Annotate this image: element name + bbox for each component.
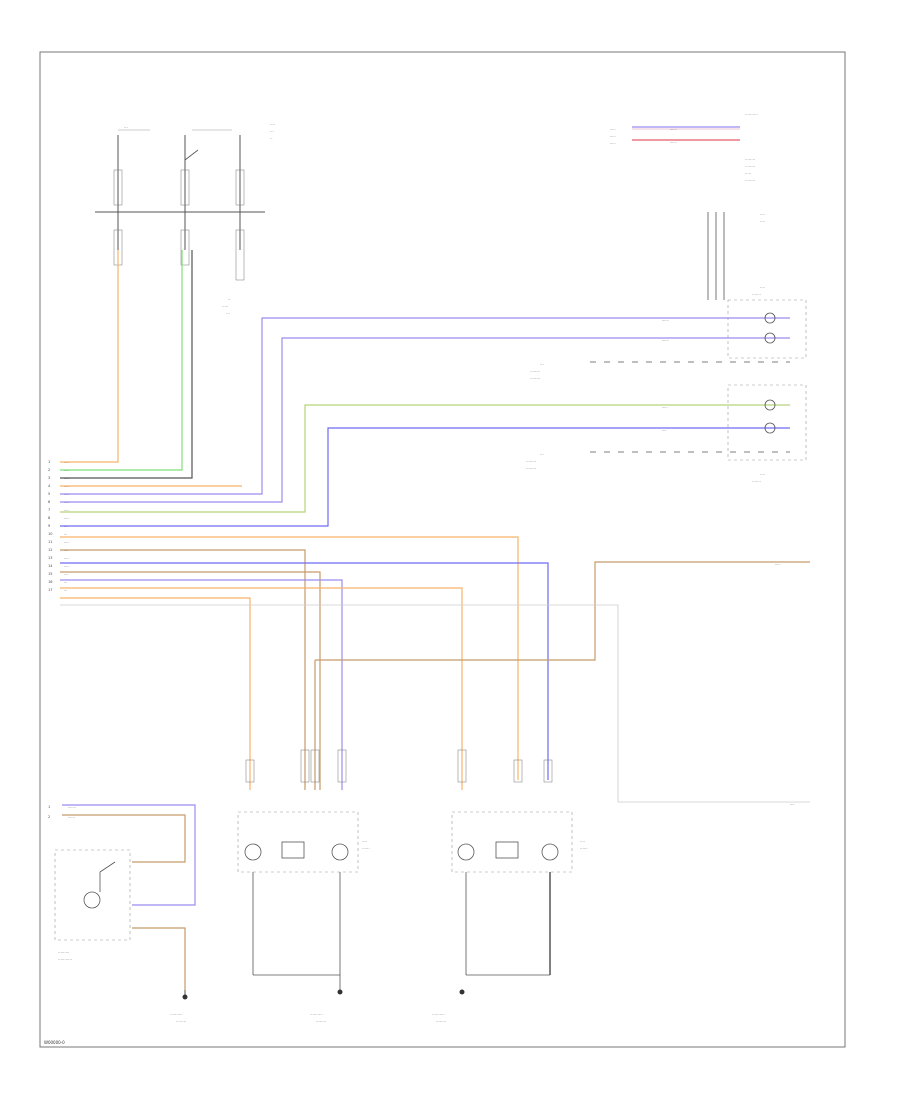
svg-text:...: ... [64, 588, 67, 592]
svg-text:........: ........ [526, 458, 536, 463]
svg-text:....: .... [270, 121, 275, 126]
bottom-right-lamp: .... ...... .......... ........ [432, 811, 588, 1023]
svg-text:14: 14 [48, 564, 53, 568]
svg-text:..........: .......... [745, 111, 758, 116]
figure-code: W00000-0 [44, 1040, 65, 1045]
svg-text:......: ...... [662, 338, 669, 342]
svg-text:........: ........ [530, 375, 540, 380]
svg-text:......: ...... [670, 140, 677, 144]
svg-text:....: .... [760, 471, 765, 476]
svg-text:8: 8 [48, 516, 50, 520]
svg-text:.....: ..... [662, 405, 668, 409]
svg-text:......: ...... [580, 845, 588, 850]
svg-text:1: 1 [48, 805, 50, 809]
svg-text:...: ... [124, 124, 128, 129]
svg-text:17: 17 [48, 588, 52, 592]
right-lower-lamp: .... ....... [727, 384, 807, 483]
svg-text:2: 2 [48, 468, 50, 472]
svg-text:7: 7 [48, 508, 50, 512]
svg-text:..........: .......... [432, 1011, 445, 1016]
svg-text:........: ........ [526, 465, 536, 470]
svg-text:9: 9 [48, 524, 50, 528]
svg-text:...: ... [226, 310, 230, 315]
svg-text:.....: ..... [64, 556, 70, 560]
svg-text:.....: ..... [64, 516, 70, 520]
svg-text:..........: .......... [170, 1011, 183, 1016]
top-fuse-block: ... .... ... .. .. ..... ... [95, 121, 275, 315]
svg-text:6: 6 [48, 500, 50, 504]
svg-text:.....: ..... [64, 540, 70, 544]
svg-text:...: ... [64, 580, 67, 584]
svg-text:.......: ....... [68, 805, 76, 809]
svg-text:........: ........ [745, 163, 755, 168]
svg-text:.....: ..... [610, 134, 616, 138]
svg-text:.....: ..... [64, 564, 70, 568]
svg-text:2: 2 [48, 815, 50, 819]
svg-text:.....: ..... [610, 127, 616, 131]
diagram-border [39, 51, 846, 1048]
svg-text:.....: ..... [64, 508, 70, 512]
svg-text:....: .... [662, 428, 666, 432]
svg-text:......: ...... [362, 845, 370, 850]
svg-text:3: 3 [48, 476, 50, 480]
svg-text:..........: .......... [310, 1011, 323, 1016]
wires [60, 126, 810, 990]
bottom-left-lamp: .... ...... .......... ........ [237, 811, 370, 1023]
svg-text:........: ........ [176, 1018, 186, 1023]
svg-text:....: .... [760, 218, 765, 223]
svg-text:13: 13 [48, 556, 52, 560]
svg-text:...: ... [270, 128, 274, 133]
right-upper-lamp: .... ....... .... .... [727, 211, 807, 359]
svg-text:16: 16 [48, 580, 52, 584]
svg-text:........: ........ [745, 177, 755, 182]
svg-text:1: 1 [48, 460, 50, 464]
top-right-box: .......... ........ ........ ..... .....… [745, 111, 758, 182]
svg-text:..: .. [228, 296, 231, 301]
svg-text:.........: ......... [58, 949, 69, 954]
svg-text:...: ... [540, 361, 544, 366]
inline-connectors [245, 749, 553, 783]
svg-text:........: ........ [316, 1018, 326, 1023]
license-lamp-assembly: ......... ........... .......... .......… [48, 805, 188, 1023]
svg-text:....: .... [580, 838, 585, 843]
svg-text:12: 12 [48, 548, 52, 552]
svg-text:15: 15 [48, 572, 52, 576]
svg-text:......: ...... [662, 318, 669, 322]
svg-text:...: ... [64, 532, 67, 536]
svg-text:.....: ..... [222, 303, 228, 308]
svg-text:...........: ........... [58, 956, 72, 961]
wire-labels: ...... ...... ..... .... ..... .... ....… [610, 127, 794, 806]
svg-text:....: .... [760, 284, 765, 289]
svg-text:......: ...... [68, 815, 75, 819]
svg-text:5: 5 [48, 492, 50, 496]
svg-text:.......: ....... [752, 478, 761, 483]
svg-text:........: ........ [530, 368, 540, 373]
svg-text:10: 10 [48, 532, 52, 536]
svg-text:.....: ..... [610, 141, 616, 145]
svg-text:.....: ..... [745, 170, 751, 175]
svg-text:....: .... [362, 838, 367, 843]
svg-text:....: .... [64, 572, 68, 576]
svg-text:........: ........ [436, 1018, 446, 1023]
svg-text:.......: ....... [752, 291, 761, 296]
ground-text-right: ... ........ ........ ... ........ .....… [526, 361, 544, 470]
svg-text:....: .... [790, 802, 794, 806]
svg-text:........: ........ [745, 156, 755, 161]
svg-text:......: ...... [670, 127, 677, 131]
svg-text:...: ... [540, 451, 544, 456]
svg-text:4: 4 [48, 484, 51, 488]
svg-text:11: 11 [48, 540, 52, 544]
svg-text:..: .. [270, 135, 273, 140]
svg-text:....: .... [760, 211, 765, 216]
svg-text:.....: ..... [775, 562, 781, 566]
